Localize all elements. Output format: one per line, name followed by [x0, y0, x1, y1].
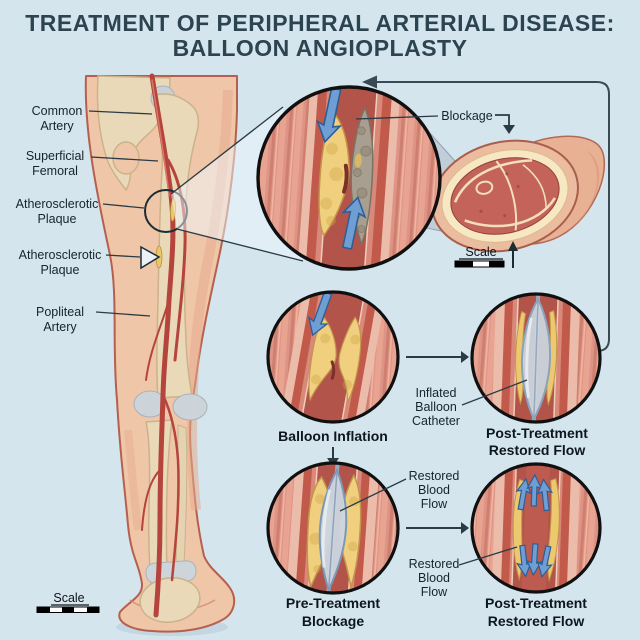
pre-treatment-caption2: Blockage	[302, 613, 364, 629]
scale-top-right: Scale	[454, 241, 518, 268]
nerve-bundle	[475, 180, 494, 195]
post-treatment-mid-caption1: Post-Treatment	[486, 425, 588, 441]
restored-flow-lower-label2: Blood	[418, 571, 450, 585]
athero-plaque-upper-label1: Atherosclerotic	[16, 197, 99, 211]
panel-connector-arrow	[362, 75, 610, 352]
post-treatment-bottom-caption2: Restored Flow	[488, 613, 585, 629]
restored-flow-lower-label3: Flow	[421, 585, 448, 599]
post-treatment-bottom-circle	[470, 462, 602, 594]
yellow-plaque	[318, 112, 350, 237]
inflated-balloon-callout: Inflated Balloon Catheter	[412, 379, 528, 428]
scale-label: Scale	[465, 245, 496, 259]
up-arrowhead-icon	[508, 241, 518, 251]
post-treatment-mid-circle	[470, 292, 602, 424]
popliteal-artery-label2: Artery	[43, 320, 77, 334]
wedge-pointer-icon	[140, 245, 161, 270]
athero-plaque-upper-label2: Plaque	[38, 212, 77, 226]
superficial-femoral-label2: Femoral	[32, 164, 78, 178]
restored-flow-lower-label1: Restored	[409, 557, 460, 571]
athero-plaque-lower-label1: Atherosclerotic	[19, 248, 102, 262]
restored-flow-upper-callout: Restored Blood Flow	[339, 469, 460, 512]
blockage-callout: Blockage	[355, 109, 515, 134]
down-arrowhead-icon	[503, 125, 515, 134]
limb-cross-section	[431, 135, 606, 253]
scale-bottom-left: Scale	[36, 591, 100, 613]
common-artery-label2: Artery	[40, 119, 74, 133]
scale-label: Scale	[53, 591, 84, 605]
restored-flow-lower-callout: Restored Blood Flow	[409, 546, 518, 599]
pre-treatment-circle	[266, 461, 400, 595]
sequence-arrow-bottom	[406, 522, 469, 534]
bones	[96, 75, 208, 623]
inflated-balloon-label1: Inflated	[415, 386, 456, 400]
anatomy-labels: Common Artery Superficial Femoral Athero…	[16, 104, 161, 334]
balloon-inflation-circle	[266, 290, 400, 424]
restored-flow-upper-label1: Restored	[409, 469, 460, 483]
blockage-label: Blockage	[441, 109, 492, 123]
left-arrowhead-icon	[362, 75, 377, 89]
restored-flow-upper-label3: Flow	[421, 497, 448, 511]
inflated-balloon-label3: Catheter	[412, 414, 460, 428]
page-title-line1: TREATMENT OF PERIPHERAL ARTERIAL DISEASE…	[25, 10, 615, 36]
restored-flow-upper-label2: Blood	[418, 483, 450, 497]
balloon-inflation-caption: Balloon Inflation	[278, 428, 388, 444]
post-treatment-mid-caption2: Restored Flow	[489, 442, 586, 458]
pre-treatment-caption1: Pre-Treatment	[286, 595, 380, 611]
inflated-balloon-label2: Balloon	[415, 400, 457, 414]
athero-plaque-lower-label2: Plaque	[41, 263, 80, 277]
popliteal-artery-label1: Popliteal	[36, 305, 84, 319]
sequence-arrow-mid	[406, 351, 469, 363]
common-artery-label1: Common	[32, 104, 83, 118]
leg-arteries	[141, 73, 187, 618]
post-treatment-bottom-caption1: Post-Treatment	[485, 595, 587, 611]
superficial-femoral-label1: Superficial	[26, 149, 84, 163]
page-title-line2: BALLOON ANGIOPLASTY	[173, 35, 468, 61]
